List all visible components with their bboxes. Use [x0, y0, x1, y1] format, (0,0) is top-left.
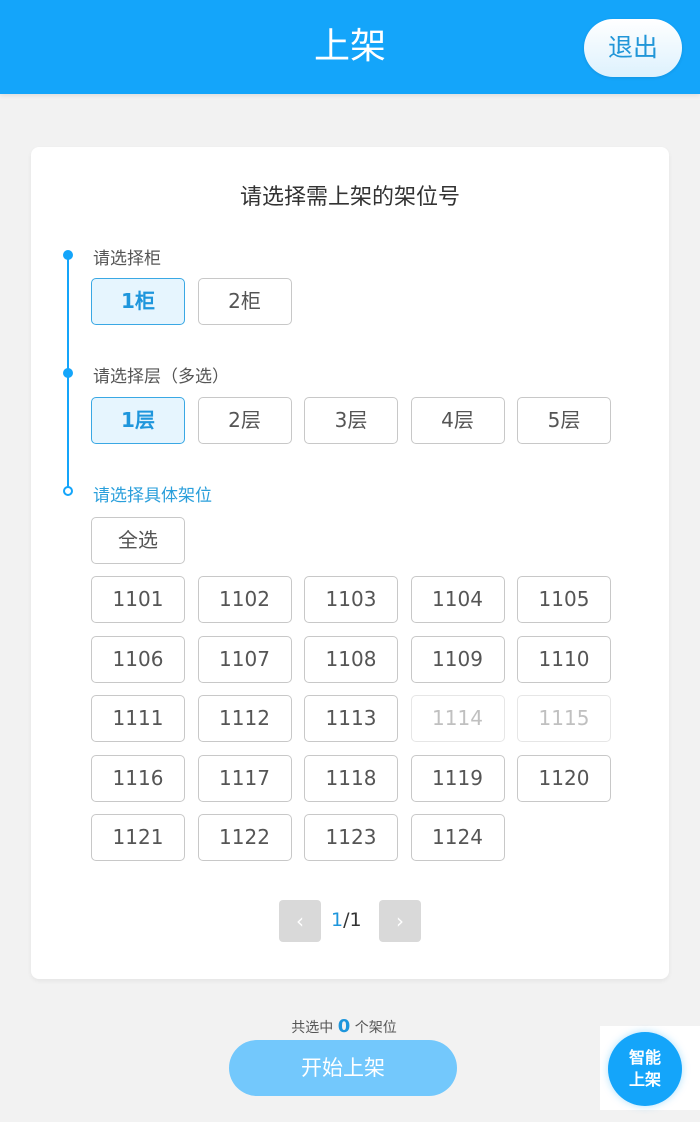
slot-button-1123[interactable]: 1123 [304, 814, 398, 861]
slot-button-1124[interactable]: 1124 [410, 814, 505, 861]
chevron-right-icon: › [396, 909, 404, 933]
page-separator: / [343, 909, 350, 931]
summary-prefix: 共选中 [291, 1020, 334, 1036]
smart-label-line1: 智能 [628, 1048, 661, 1067]
top-bar: 上架 退出 [0, 0, 700, 94]
step-dot-layer [63, 368, 73, 378]
slot-button-1104[interactable]: 1104 [410, 576, 505, 623]
selected-count: 0 [337, 1016, 351, 1037]
total-pages: 1 [349, 909, 362, 931]
slot-button-1103[interactable]: 1103 [304, 576, 398, 623]
next-page-button[interactable]: › [379, 900, 421, 942]
current-page: 1 [331, 909, 344, 931]
slot-button-1112[interactable]: 1112 [197, 695, 292, 742]
card-title: 请选择需上架的架位号 [239, 185, 460, 210]
step-dot-cabinet [63, 250, 73, 260]
slot-button-1106[interactable]: 1106 [91, 635, 185, 683]
layer-step-label: 请选择层（多选） [93, 367, 229, 387]
slot-button-1114: 1114 [410, 695, 505, 742]
page-title: 上架 [313, 26, 386, 67]
slot-button-1115: 1115 [517, 695, 611, 742]
slot-button-1105[interactable]: 1105 [517, 576, 611, 623]
slot-button-1110[interactable]: 1110 [517, 635, 611, 683]
chevron-left-icon: ‹ [296, 909, 304, 933]
layer-option-2层[interactable]: 2层 [197, 397, 292, 444]
slot-button-1120[interactable]: 1120 [517, 754, 611, 802]
page-indicator: 1/1 [331, 909, 362, 931]
smart-shelving-button[interactable]: 智能 上架 [608, 1032, 682, 1106]
slot-button-1119[interactable]: 1119 [410, 754, 505, 802]
prev-page-button[interactable]: ‹ [279, 900, 321, 942]
slot-button-1108[interactable]: 1108 [304, 635, 398, 683]
slot-button-1101[interactable]: 1101 [91, 576, 185, 623]
slot-step-label: 请选择具体架位 [93, 486, 212, 506]
slot-button-1111[interactable]: 1111 [91, 695, 185, 742]
slot-button-1118[interactable]: 1118 [304, 754, 398, 802]
layer-option-4层[interactable]: 4层 [410, 397, 505, 444]
slot-button-1116[interactable]: 1116 [91, 754, 185, 802]
slot-button-1107[interactable]: 1107 [197, 635, 292, 683]
slot-button-1109[interactable]: 1109 [410, 635, 505, 683]
smart-label-line2: 上架 [628, 1070, 661, 1089]
exit-button[interactable]: 退出 [584, 19, 682, 77]
layer-option-1层[interactable]: 1层 [91, 397, 185, 444]
slot-button-1121[interactable]: 1121 [91, 814, 185, 861]
slot-button-1117[interactable]: 1117 [197, 754, 292, 802]
start-shelving-button[interactable]: 开始上架 [229, 1040, 457, 1096]
summary-suffix: 个架位 [354, 1020, 397, 1036]
cabinet-option-1柜[interactable]: 1柜 [91, 278, 185, 325]
layer-option-3层[interactable]: 3层 [304, 397, 398, 444]
slot-button-1102[interactable]: 1102 [197, 576, 292, 623]
layer-option-5层[interactable]: 5层 [517, 397, 611, 444]
slot-button-1122[interactable]: 1122 [197, 814, 292, 861]
shelf-selection-card: 请选择需上架的架位号 请选择柜 1柜 2柜 请选择层（多选） 1层 2层 3层 4层 5层… [31, 147, 669, 979]
step-dot-slot [63, 486, 73, 496]
cabinet-option-2柜[interactable]: 2柜 [197, 278, 292, 325]
select-all-button[interactable]: 全选 [91, 517, 185, 564]
slot-button-1113[interactable]: 1113 [304, 695, 398, 742]
cabinet-step-label: 请选择柜 [93, 249, 161, 269]
selection-summary: 共选中 0 个架位 [0, 1016, 688, 1037]
